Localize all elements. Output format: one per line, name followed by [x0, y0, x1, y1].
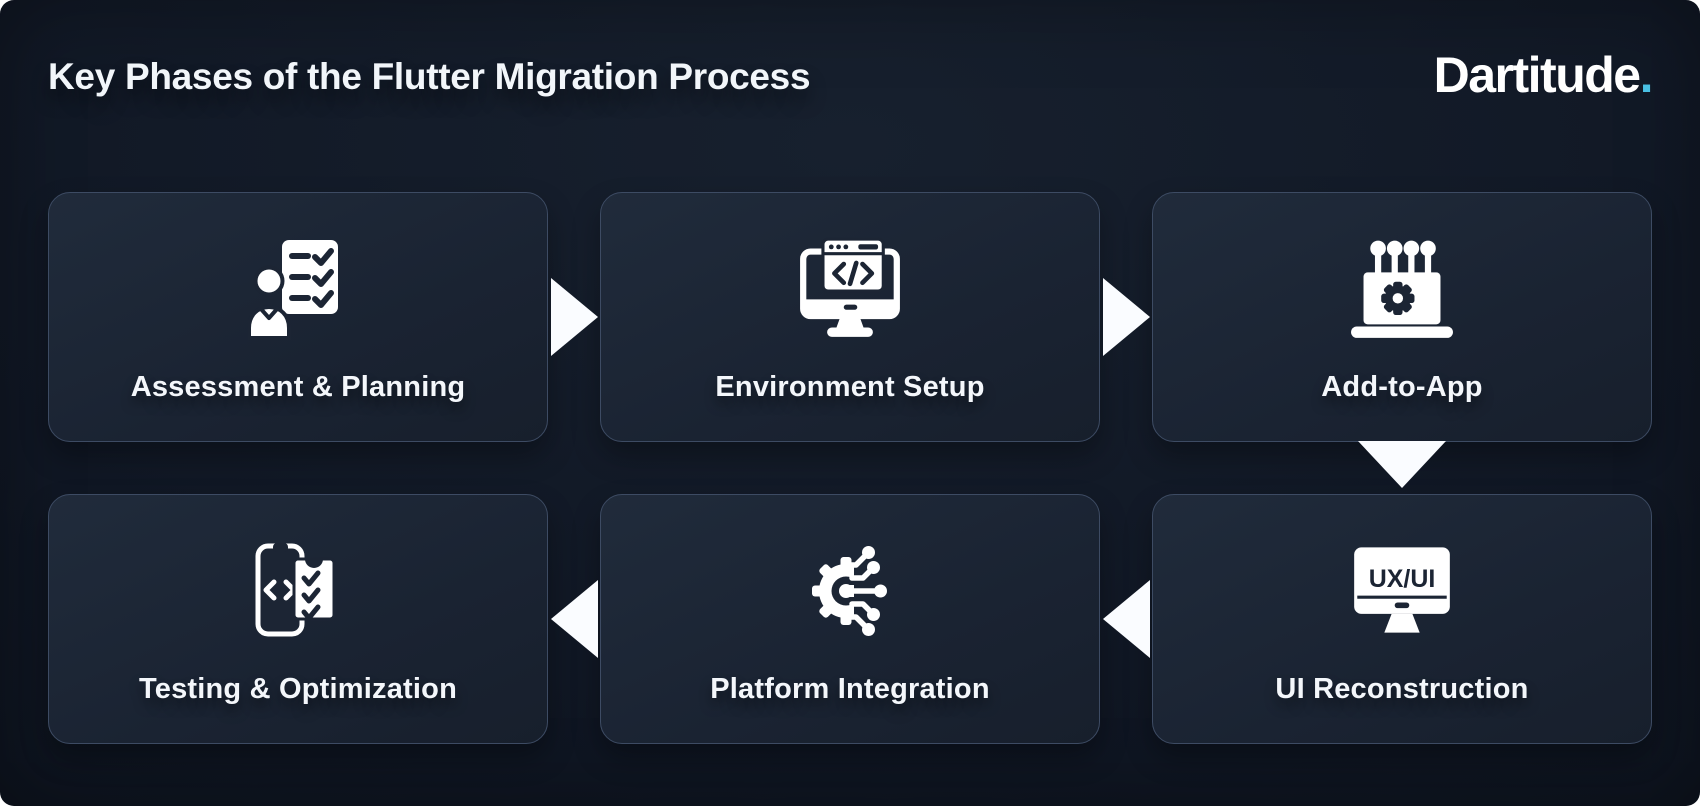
card-platform-integration: Platform Integration [600, 494, 1100, 744]
card-environment-setup: Environment Setup [600, 192, 1100, 442]
uxui-screen-text: UX/UI [1369, 565, 1436, 593]
card-label: Assessment & Planning [130, 371, 466, 403]
phone-checklist-icon [248, 535, 348, 647]
monitor-uxui-icon: UX/UI [1350, 535, 1454, 647]
brand-logo-dot: . [1639, 47, 1654, 103]
brand-logo-text: Dartitude [1433, 47, 1641, 103]
gear-circuit-icon [798, 535, 902, 647]
laptop-plugins-gear-icon [1350, 233, 1454, 345]
monitor-code-icon [798, 233, 902, 345]
page-title: Key Phases of the Flutter Migration Proc… [48, 56, 811, 97]
brand-logo: Dartitude. [1433, 46, 1654, 104]
card-label: Testing & Optimization [138, 673, 458, 705]
card-label: UI Reconstruction [1275, 673, 1529, 705]
card-add-to-app: Add-to-App [1152, 192, 1652, 442]
card-label: Environment Setup [715, 371, 985, 403]
card-label: Platform Integration [710, 673, 990, 705]
person-checklist-icon [248, 233, 348, 345]
card-ui-reconstruction: UX/UI UI Reconstruction [1152, 494, 1652, 744]
card-testing-optimization: Testing & Optimization [48, 494, 548, 744]
card-label: Add-to-App [1321, 371, 1483, 403]
card-assessment-planning: Assessment & Planning [48, 192, 548, 442]
